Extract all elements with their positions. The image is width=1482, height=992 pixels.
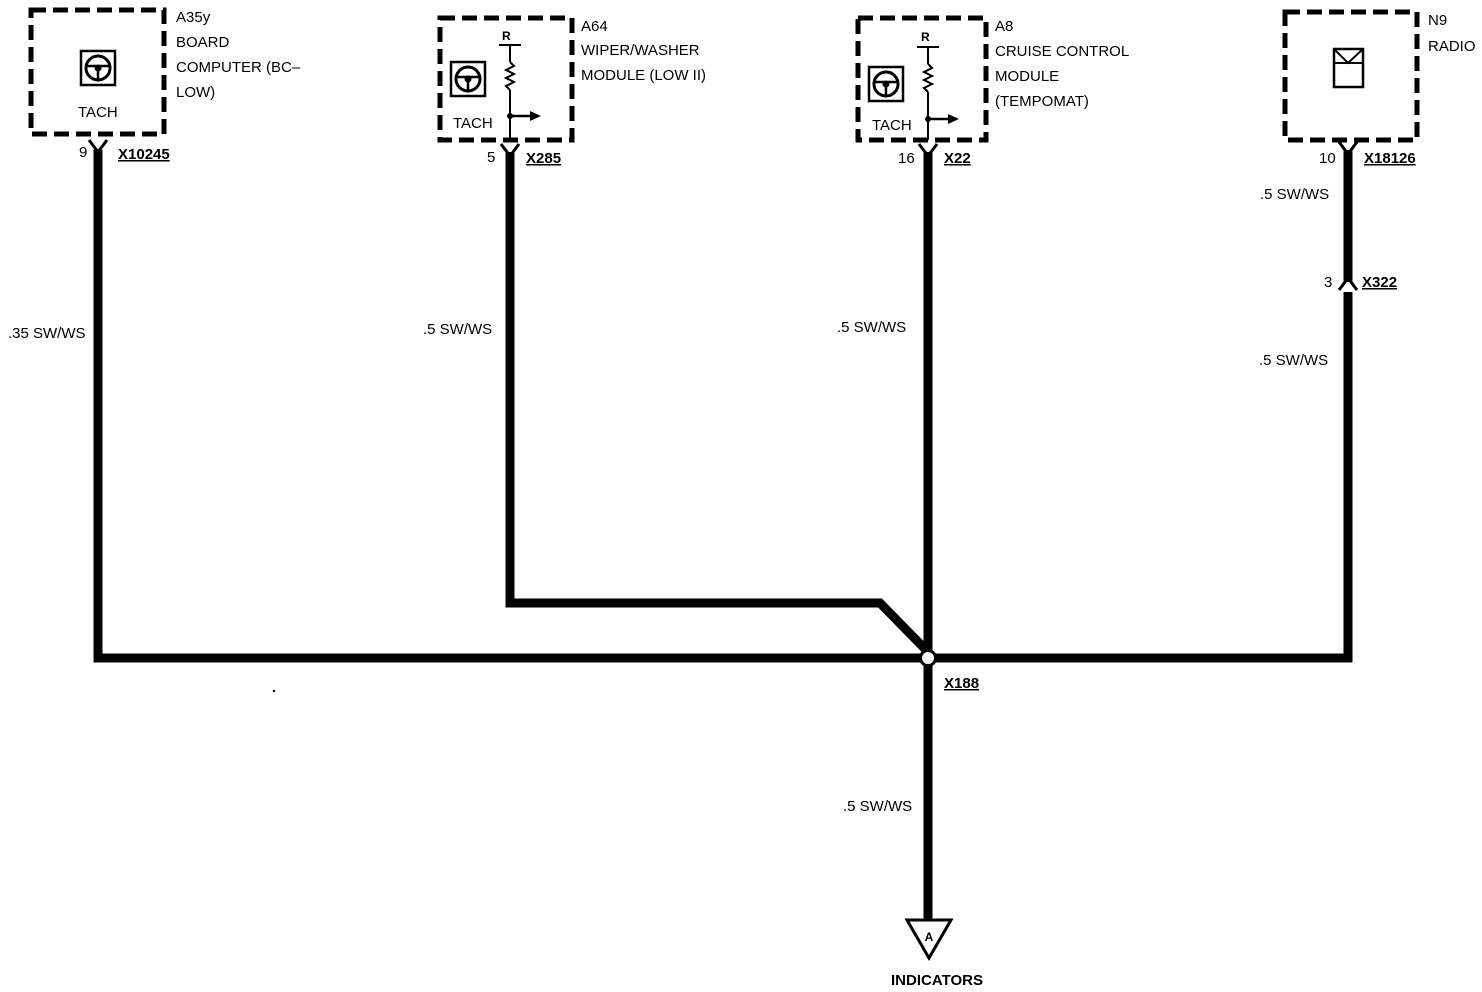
connector-x10245-symbol <box>87 139 109 155</box>
component-a64: R TACH A64 WIPER/WASHER MODULE (LOW II) <box>437 15 706 143</box>
destination-indicators: A INDICATORS <box>891 918 983 989</box>
splice-x188 <box>919 649 937 667</box>
resistor-label: R <box>502 29 511 43</box>
pin-number: 9 <box>79 144 87 161</box>
wire-a64 <box>505 152 932 656</box>
connector-name: X18126 <box>1364 150 1416 167</box>
tach-label: TACH <box>78 104 118 121</box>
component-name-line2: MODULE <box>995 68 1059 85</box>
wire-label-a64: .5 SW/WS <box>423 321 492 338</box>
resistor-label: R <box>921 30 930 44</box>
component-n9: N9 RADIO <box>1282 9 1476 143</box>
stray-mark <box>272 689 276 693</box>
continuation-symbol: A <box>925 930 934 944</box>
wire-labels: .35 SW/WS .5 SW/WS .5 SW/WS .5 SW/WS .5 … <box>8 186 1329 815</box>
component-box <box>28 7 167 137</box>
pin-number: 10 <box>1319 150 1336 167</box>
component-a8: R TACH A8 CRUISE CONTROL MODULE (TEMPOMA… <box>855 15 1129 143</box>
destination-label: INDICATORS <box>891 972 983 989</box>
resistor-icon <box>917 46 939 140</box>
component-name-line2: COMPUTER (BC– <box>176 59 301 76</box>
tach-gauge-icon <box>79 49 117 87</box>
tach-gauge-icon <box>449 60 487 98</box>
component-name-line1: CRUISE CONTROL <box>995 43 1129 60</box>
resistor-icon <box>499 44 521 140</box>
tach-label: TACH <box>453 115 493 132</box>
component-a35y: TACH A35y BOARD COMPUTER (BC– LOW) <box>28 7 301 137</box>
component-name-line1: RADIO <box>1428 38 1476 55</box>
output-arrow-icon <box>510 111 541 121</box>
component-id: N9 <box>1428 12 1447 29</box>
pin-number: 3 <box>1324 274 1332 291</box>
radio-icon <box>1332 47 1365 89</box>
pin-number: 16 <box>898 150 915 167</box>
wire-label-a35y: .35 SW/WS <box>8 325 86 342</box>
wire-label-n9-upper: .5 SW/WS <box>1260 186 1329 203</box>
component-id: A35y <box>176 9 211 26</box>
component-name-line3: (TEMPOMAT) <box>995 93 1089 110</box>
component-box <box>437 15 575 143</box>
splice-name: X188 <box>944 675 979 692</box>
pin-number: 5 <box>487 149 495 166</box>
connector-symbols <box>87 139 1359 291</box>
component-name-line3: LOW) <box>176 84 215 101</box>
connector-x322-symbol <box>1337 275 1359 291</box>
wire-label-a8: .5 SW/WS <box>837 319 906 336</box>
continuation-triangle-icon <box>904 918 954 961</box>
output-arrow-icon <box>928 114 959 124</box>
tach-label: TACH <box>872 117 912 134</box>
component-name-line1: WIPER/WASHER <box>581 42 700 59</box>
tach-gauge-icon <box>867 65 905 103</box>
connector-name: X22 <box>944 150 971 167</box>
connector-name: X285 <box>526 150 561 167</box>
component-name-line2: MODULE (LOW II) <box>581 67 706 84</box>
wire-n9-lower <box>928 292 1353 663</box>
connector-x285-symbol <box>499 143 521 159</box>
component-id: A8 <box>995 18 1013 35</box>
wire-a35y <box>93 150 928 663</box>
wires <box>93 150 1353 920</box>
connector-x22-symbol <box>917 143 939 159</box>
connector-x18126-symbol <box>1337 141 1359 157</box>
wire-label-n9-lower: .5 SW/WS <box>1259 352 1328 369</box>
connector-name: X10245 <box>118 146 170 163</box>
connector-labels: 9 X10245 5 X285 16 X22 10 X18126 3 X322 … <box>79 144 1416 692</box>
component-id: A64 <box>581 18 608 35</box>
component-box <box>1282 9 1420 143</box>
component-name-line1: BOARD <box>176 34 230 51</box>
wire-label-bottom: .5 SW/WS <box>843 798 912 815</box>
connector-name: X322 <box>1362 274 1397 291</box>
component-box <box>855 15 989 143</box>
